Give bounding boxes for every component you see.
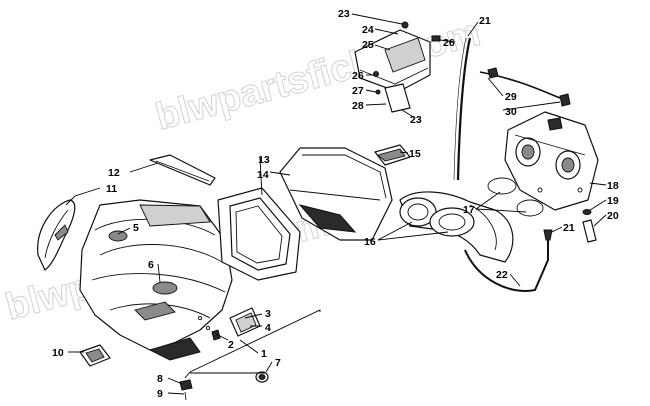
callout-18: 18 [607, 180, 619, 192]
intake-silencer-body [79, 199, 233, 361]
callout-26b: 26 [443, 37, 455, 49]
side-cover-part [37, 199, 76, 271]
callout-19: 19 [607, 195, 619, 207]
callout-21b: 21 [563, 222, 575, 234]
callout-30: 30 [505, 106, 517, 118]
filter-frame-part [217, 187, 301, 281]
callout-7: 7 [275, 357, 281, 369]
callout-11: 11 [106, 183, 117, 195]
foam-pad-part [374, 144, 411, 166]
callout-22: 22 [496, 269, 508, 281]
callout-1: 1 [261, 348, 267, 360]
callout-8: 8 [157, 373, 163, 385]
callout-27: 27 [352, 85, 364, 97]
fitting-part [582, 209, 597, 243]
leader-lines [65, 13, 607, 395]
callout-14: 14 [257, 169, 269, 181]
callout-15: 15 [409, 148, 421, 160]
callout-4: 4 [265, 322, 271, 334]
callout-10: 10 [52, 347, 64, 359]
hose-part [453, 37, 553, 292]
intake-boots-part [399, 191, 514, 263]
callout-24: 24 [362, 24, 374, 36]
gasket-strip-part [149, 154, 216, 186]
throttle-body-part [504, 111, 599, 211]
callout-21: 21 [479, 15, 491, 27]
callout-12: 12 [108, 167, 120, 179]
air-box-housing-part [279, 147, 393, 241]
callout-5: 5 [133, 222, 139, 234]
callout-26: 26 [352, 70, 364, 82]
callout-6: 6 [148, 259, 154, 271]
callout-25: 25 [362, 39, 374, 51]
clamp-part [487, 177, 544, 217]
callout-29: 29 [505, 91, 517, 103]
callout-28: 28 [352, 100, 364, 112]
hardware-parts [79, 307, 269, 401]
throttle-cable-part [479, 67, 571, 107]
bracket-assembly-part [354, 21, 441, 113]
callout-3: 3 [265, 308, 271, 320]
callout-20: 20 [607, 210, 619, 222]
callout-2: 2 [228, 339, 234, 351]
callout-labels: 1 2 3 4 5 6 7 8 9 10 11 12 13 14 15 16 1… [52, 8, 619, 400]
watermark-top: blwpartsfiche.com [151, 12, 484, 139]
callout-13: 13 [258, 154, 270, 166]
callout-9: 9 [157, 388, 163, 400]
callout-23: 23 [338, 8, 350, 20]
callout-23b: 23 [410, 114, 422, 126]
assembly-bracket [184, 309, 321, 379]
callout-17: 17 [463, 204, 475, 216]
callout-16: 16 [364, 236, 376, 248]
